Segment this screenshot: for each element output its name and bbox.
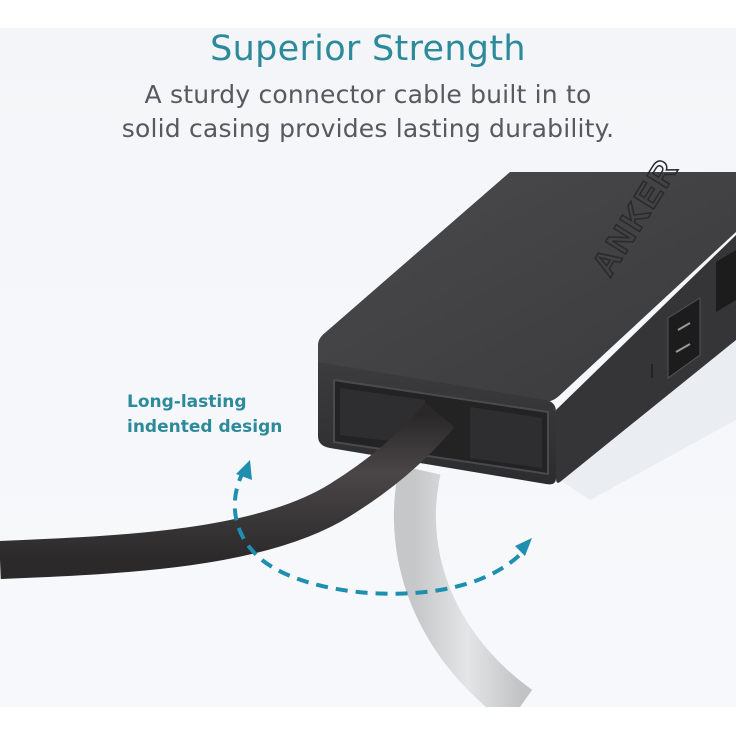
arrow-head-right-icon (515, 538, 532, 556)
usb-port-1 (667, 297, 701, 379)
hub-top (318, 172, 736, 402)
subtitle-line-1: A sturdy connector cable built in to (144, 80, 592, 109)
subtitle-line-2: solid casing provides lasting durability… (121, 114, 615, 143)
light-cable (393, 465, 533, 707)
headline-subtitle: A sturdy connector cable built in to sol… (0, 78, 736, 146)
headline-title: Superior Strength (210, 29, 526, 69)
callout-line-1: Long-lasting (127, 392, 247, 412)
product-photo: ANKER Superior Strength A sturdy connect… (0, 28, 736, 707)
hub-side (556, 235, 736, 483)
callout-line-2: indented design (127, 417, 283, 437)
arrow-head-up-icon (236, 460, 252, 480)
product-illustration: ANKER (0, 151, 736, 707)
dark-cable (0, 402, 455, 579)
callout-label: Long-lasting indented design (127, 390, 282, 440)
usb-port-2 (716, 250, 736, 312)
flex-arrow-path (232, 469, 527, 596)
